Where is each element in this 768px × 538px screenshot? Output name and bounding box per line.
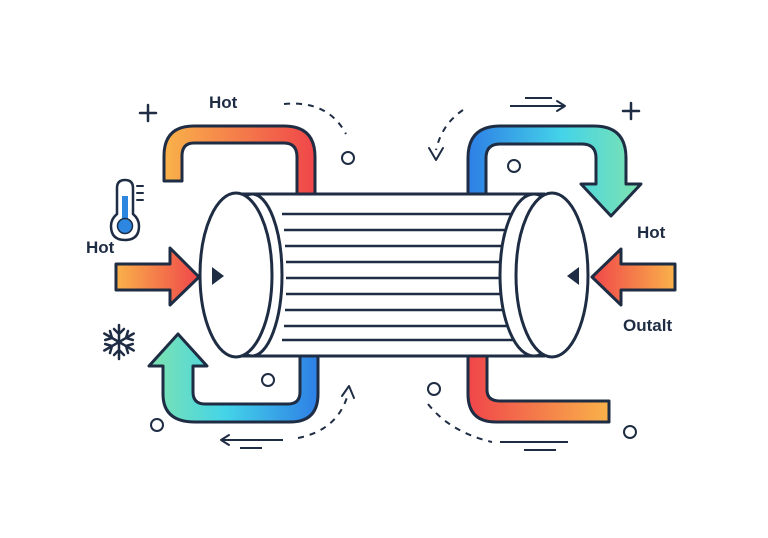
left-cap-direction-marker (212, 267, 224, 285)
node-circle (341, 151, 355, 165)
hot-inlet-arrow-left (114, 246, 201, 307)
node-circle (623, 425, 637, 439)
node-circle (427, 382, 441, 396)
label-hot-top: Hot (209, 93, 238, 112)
dashed-flow-bottom-left (220, 385, 355, 449)
exchanger-shell (198, 191, 545, 359)
right-cap-direction-marker (567, 267, 579, 285)
exchanger-tube-bundle (282, 212, 515, 342)
node-circle (150, 418, 164, 432)
snowflake-icon (103, 323, 135, 361)
cold-inlet-bend-bottom-left (147, 332, 320, 424)
thermometer-icon (109, 178, 144, 242)
hot-inlet-bend-top-left (162, 124, 317, 198)
hot-inlet-arrow-right (590, 247, 677, 307)
hot-outlet-bend-bottom-right (466, 350, 611, 424)
plus-icon (138, 103, 158, 123)
label-hot-right: Hot (637, 223, 666, 242)
dashed-flow-top-left (283, 102, 347, 135)
node-circle (507, 159, 521, 173)
dashed-flow-bottom-right (427, 403, 568, 451)
plus-icon (621, 101, 641, 121)
label-hot-left: Hot (86, 238, 115, 257)
label-outlet-right: Outalt (623, 316, 672, 335)
exchanger-right-end (498, 191, 590, 359)
dashed-flow-top-right (428, 97, 566, 161)
cold-outlet-bend-top-right (466, 124, 643, 218)
node-circle (261, 373, 275, 387)
